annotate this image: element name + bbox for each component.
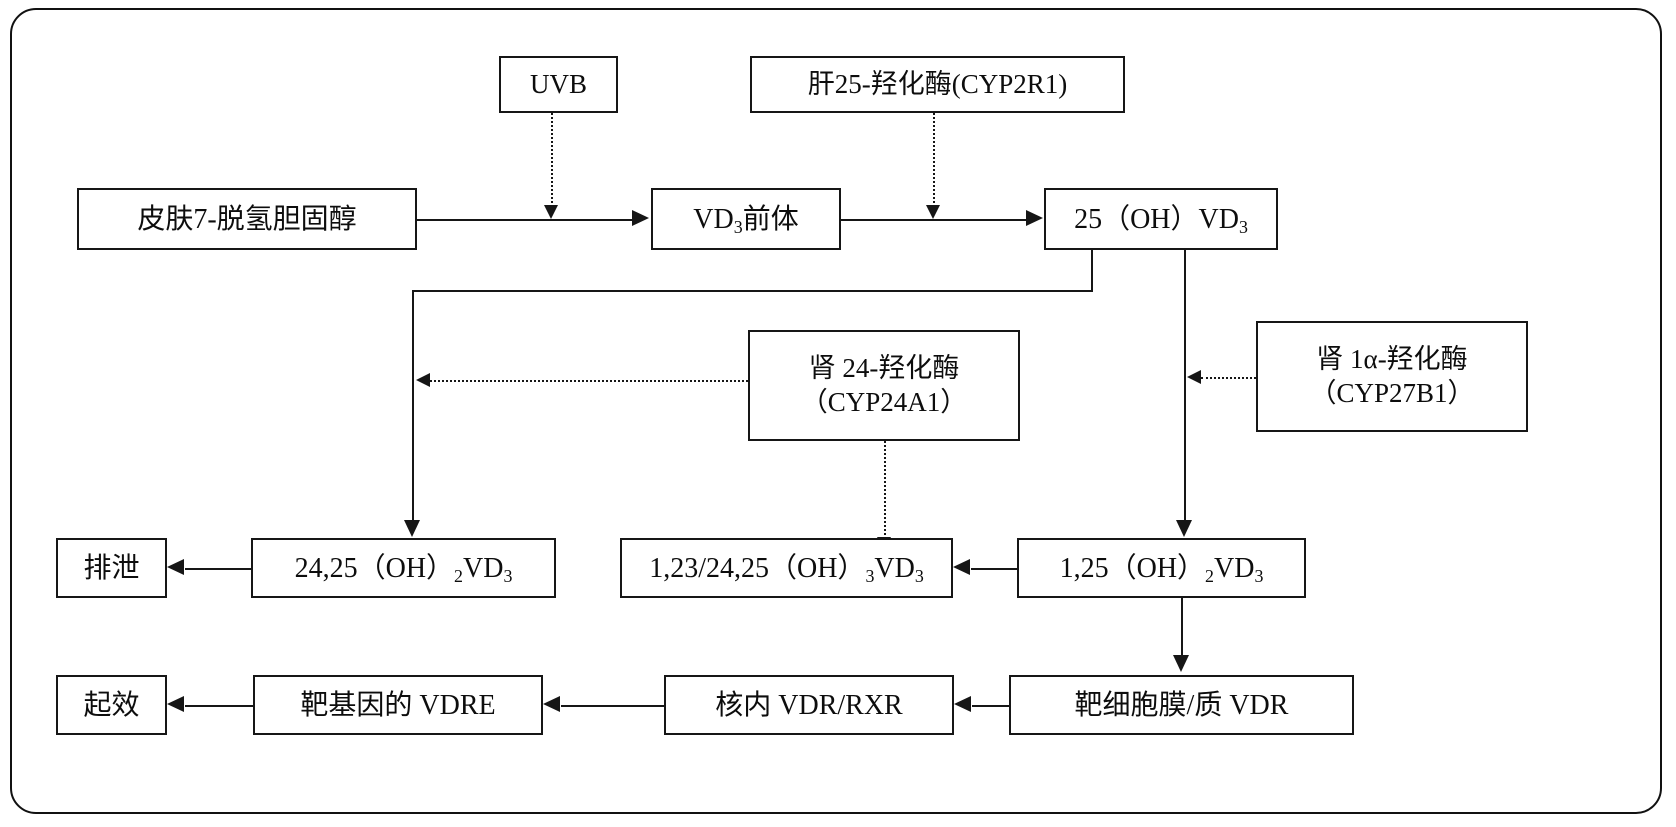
node-nuclear-vdr-rxr: 核内 VDR/RXR	[664, 675, 954, 735]
arrowhead-kidney1a-left	[1187, 370, 1201, 384]
connector-125-down-to-membrane	[1181, 598, 1183, 658]
arrowhead-2425-to-excretion	[167, 559, 184, 575]
node-1-23-24-25-oh3-vd3-label: 1,23/24,25（OH）3VD3	[649, 552, 924, 586]
connector-25ohvd3-down-right	[1184, 250, 1186, 524]
arrowhead-liver-enzyme-down	[926, 205, 940, 219]
connector-membrane-to-nuclear	[972, 705, 1009, 707]
arrowhead-nuclear-to-vdre	[543, 696, 560, 712]
connector-skin-to-vd3	[417, 219, 634, 221]
node-24-25-oh2-vd3: 24,25（OH）2VD3	[251, 538, 556, 598]
node-skin-7-dehydrocholesterol-label: 皮肤7-脱氢胆固醇	[137, 203, 357, 235]
connector-uvb-dotted	[551, 113, 553, 207]
connector-nuclear-to-vdre	[561, 705, 664, 707]
connector-kidney1a-dotted	[1201, 377, 1256, 379]
node-1-25-oh2-vd3: 1,25（OH）2VD3	[1017, 538, 1306, 598]
node-uvb-label: UVB	[529, 68, 587, 99]
arrowhead-to-125ohvd3	[1176, 520, 1192, 537]
node-kidney-24-hydroxylase-line2: （CYP24A1）	[800, 386, 968, 417]
connector-kidney24-down-dotted	[884, 441, 886, 539]
node-nuclear-vdr-rxr-label: 核内 VDR/RXR	[715, 689, 903, 721]
node-liver-25-hydroxylase: 肝25-羟化酶(CYP2R1)	[750, 56, 1125, 113]
node-1-23-24-25-oh3-vd3: 1,23/24,25（OH）3VD3	[620, 538, 953, 598]
node-excretion: 排泄	[56, 538, 167, 598]
node-vd3-precursor-label: VD3前体	[693, 203, 799, 237]
arrowhead-to-2425ohvd3	[404, 520, 420, 537]
node-kidney-1alpha-hydroxylase-label: 肾 1α-羟化酶 （CYP27B1）	[1309, 343, 1474, 411]
arrowhead-vdre-to-effect	[167, 696, 184, 712]
node-24-25-oh2-vd3-label: 24,25（OH）2VD3	[294, 552, 513, 586]
connector-liver-enzyme-dotted	[933, 113, 935, 207]
node-25-oh-vd3-label: 25（OH）VD3	[1074, 203, 1248, 237]
node-target-cell-membrane-vdr: 靶细胞膜/质 VDR	[1009, 675, 1354, 735]
node-effect-label: 起效	[83, 689, 140, 721]
connector-125-to-12324	[971, 568, 1017, 570]
arrowhead-uvb-down	[544, 205, 558, 219]
node-kidney-1alpha-hydroxylase-line2: （CYP27B1）	[1309, 377, 1475, 408]
node-kidney-24-hydroxylase: 肾 24-羟化酶 （CYP24A1）	[748, 330, 1020, 441]
arrowhead-125-to-12324	[953, 559, 970, 575]
node-target-cell-membrane-vdr-label: 靶细胞膜/质 VDR	[1074, 689, 1289, 721]
node-1-25-oh2-vd3-label: 1,25（OH）2VD3	[1059, 552, 1264, 586]
connector-to-2425-vertical	[412, 290, 414, 524]
node-effect: 起效	[56, 675, 167, 735]
connector-2425-to-excretion	[185, 568, 251, 570]
arrowhead-vd3-to-25ohvd3	[1026, 210, 1043, 226]
node-target-gene-vdre-label: 靶基因的 VDRE	[300, 689, 496, 721]
node-kidney-24-hydroxylase-label: 肾 24-羟化酶 （CYP24A1）	[801, 352, 968, 420]
node-kidney-1alpha-hydroxylase: 肾 1α-羟化酶 （CYP27B1）	[1256, 321, 1528, 432]
connector-25ohvd3-down-left-stub	[1091, 250, 1093, 292]
node-uvb: UVB	[499, 56, 618, 113]
arrowhead-kidney24-left	[416, 373, 430, 387]
node-excretion-label: 排泄	[83, 552, 140, 584]
node-target-gene-vdre: 靶基因的 VDRE	[253, 675, 543, 735]
arrowhead-membrane-to-nuclear	[954, 696, 971, 712]
connector-kidney24-dotted	[430, 380, 748, 382]
connector-25ohvd3-left-horizontal	[412, 290, 1093, 292]
node-kidney-1alpha-hydroxylase-line1: 肾 1α-羟化酶	[1316, 343, 1468, 374]
node-skin-7-dehydrocholesterol: 皮肤7-脱氢胆固醇	[77, 188, 417, 250]
node-kidney-24-hydroxylase-line1: 肾 24-羟化酶	[808, 352, 960, 383]
connector-vd3-to-25ohvd3	[841, 219, 1028, 221]
node-liver-25-hydroxylase-label: 肝25-羟化酶(CYP2R1)	[807, 68, 1068, 99]
diagram-border-frame	[10, 8, 1662, 814]
arrowhead-skin-to-vd3	[632, 210, 649, 226]
connector-vdre-to-effect	[185, 705, 253, 707]
node-vd3-precursor: VD3前体	[651, 188, 841, 250]
node-25-oh-vd3: 25（OH）VD3	[1044, 188, 1278, 250]
arrowhead-125-down-to-membrane	[1173, 655, 1189, 672]
